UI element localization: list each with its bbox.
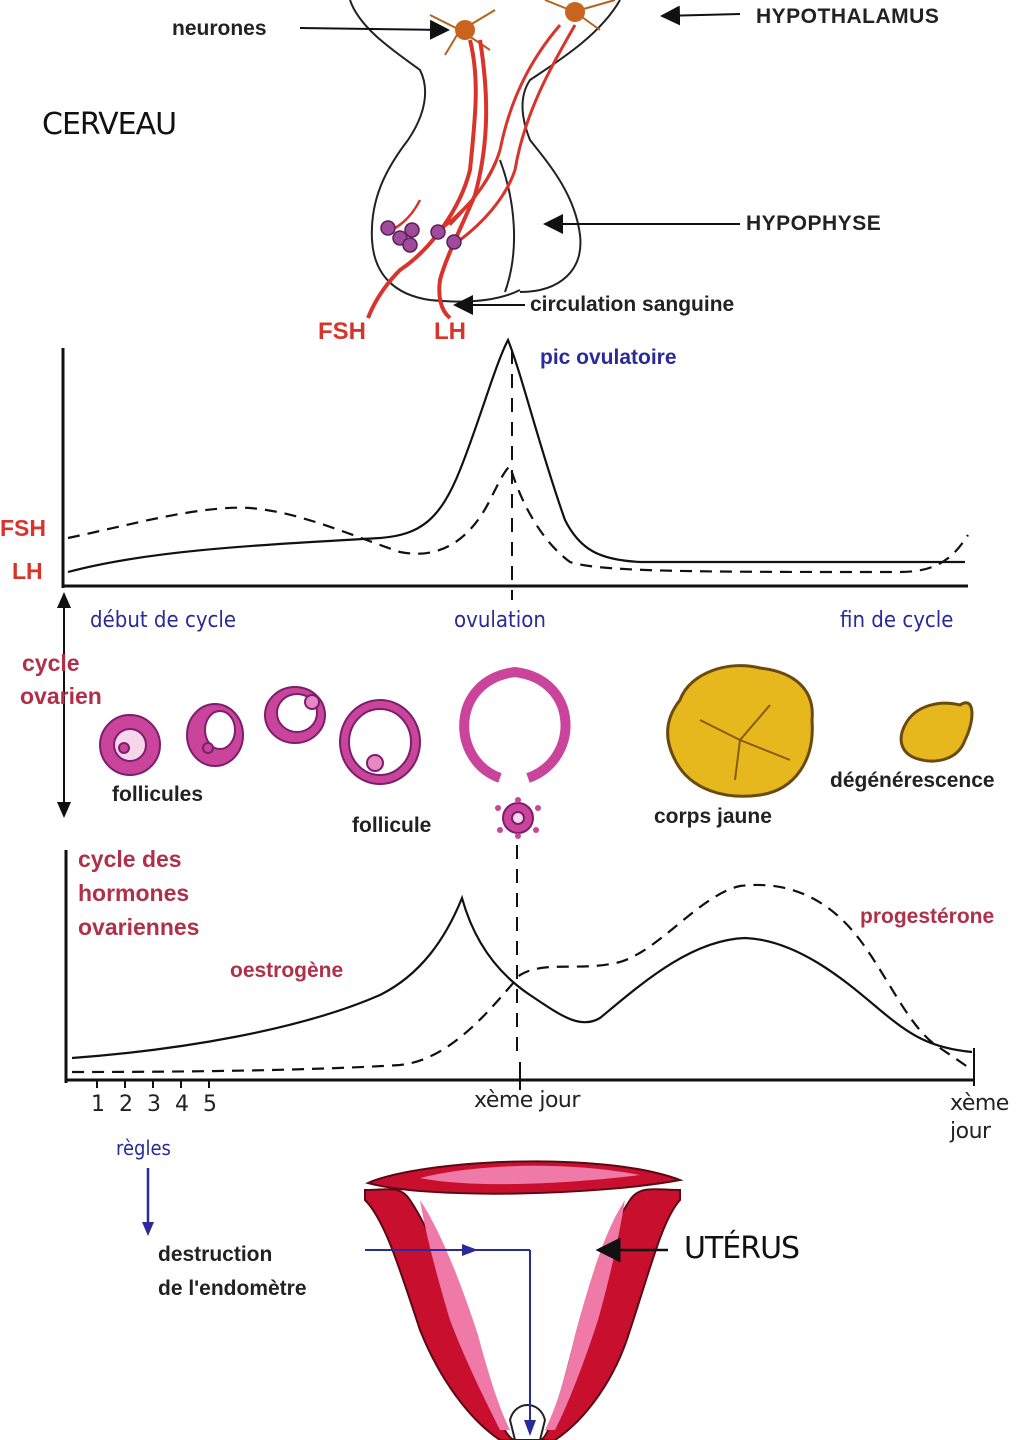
cycle-start-label: début de cycle [90, 608, 237, 633]
ovarian-cycle-title-1: cycle [22, 650, 80, 676]
progesterone-curve [71, 883, 973, 1074]
regles-arrow [142, 1168, 154, 1236]
xday-end-label-1: xème [950, 1091, 1009, 1116]
degenerating-body-icon [899, 701, 974, 763]
hypothalamus-label: HYPOTHALAMUS [756, 5, 940, 28]
hormone-title-1: cycle des [78, 846, 182, 872]
neuron-cells [366, 0, 616, 320]
lh-curve [67, 337, 965, 574]
day-tick-label: 2 [119, 1092, 133, 1117]
progesterone-label: progestérone [860, 905, 995, 928]
ovarian-cycle-title-2: ovarien [20, 683, 102, 709]
day-ticks [96, 1080, 210, 1088]
cycle-arrow [57, 592, 71, 818]
estrogen-curve [71, 894, 973, 1060]
lh-axis-label: LH [12, 558, 43, 584]
cycle-end-label: fin de cycle [840, 608, 954, 633]
pituitary-cells [380, 220, 462, 253]
estrogen-label: oestrogène [230, 959, 344, 982]
fsh-axis-label: FSH [0, 515, 46, 541]
destruction-label-2: de l'endomètre [158, 1277, 307, 1300]
xday-end-label-2: jour [950, 1119, 991, 1144]
fsh-pituitary-label: FSH [318, 318, 366, 345]
circulation-label: circulation sanguine [530, 293, 735, 316]
day-tick-label: 4 [175, 1092, 189, 1117]
uterus-label: UTÉRUS [684, 1231, 800, 1266]
hormone-title-3: ovariennes [78, 914, 200, 940]
ruptured-follicle-icon [459, 666, 571, 783]
neuron-body-icon [565, 2, 585, 22]
lh-pituitary-label: LH [434, 318, 466, 345]
follicle-label: follicule [352, 814, 432, 837]
hormone-title-2: hormones [78, 880, 190, 906]
degeneration-label: dégénérescence [830, 769, 995, 792]
regles-label: règles [116, 1136, 171, 1160]
corpus-luteum-label: corps jaune [654, 805, 772, 828]
gonadotropin-chart [61, 337, 969, 600]
corpus-luteum-icon [666, 664, 814, 798]
day-tick-label: 3 [147, 1092, 161, 1117]
neuron-body-icon [455, 20, 475, 40]
follicles [99, 666, 571, 839]
destruction-label-1: destruction [158, 1243, 273, 1266]
peak-label: pic ovulatoire [540, 346, 677, 369]
fsh-curve [67, 464, 969, 574]
hypophyse-label: HYPOPHYSE [746, 212, 882, 235]
cerveau-label: CERVEAU [42, 107, 177, 142]
ovarian-hormone-chart [64, 845, 975, 1090]
xday-mid-label: xème jour [474, 1088, 580, 1113]
follicles-label: follicules [112, 783, 204, 806]
day-tick-label: 5 [203, 1092, 217, 1117]
ovulation-label: ovulation [454, 608, 546, 633]
endometrium-arrow [365, 1244, 536, 1436]
uterus-drawing [364, 1160, 684, 1440]
neurones-label: neurones [172, 17, 267, 40]
day-tick-label: 1 [91, 1092, 105, 1117]
brain-arrows [299, 5, 741, 315]
